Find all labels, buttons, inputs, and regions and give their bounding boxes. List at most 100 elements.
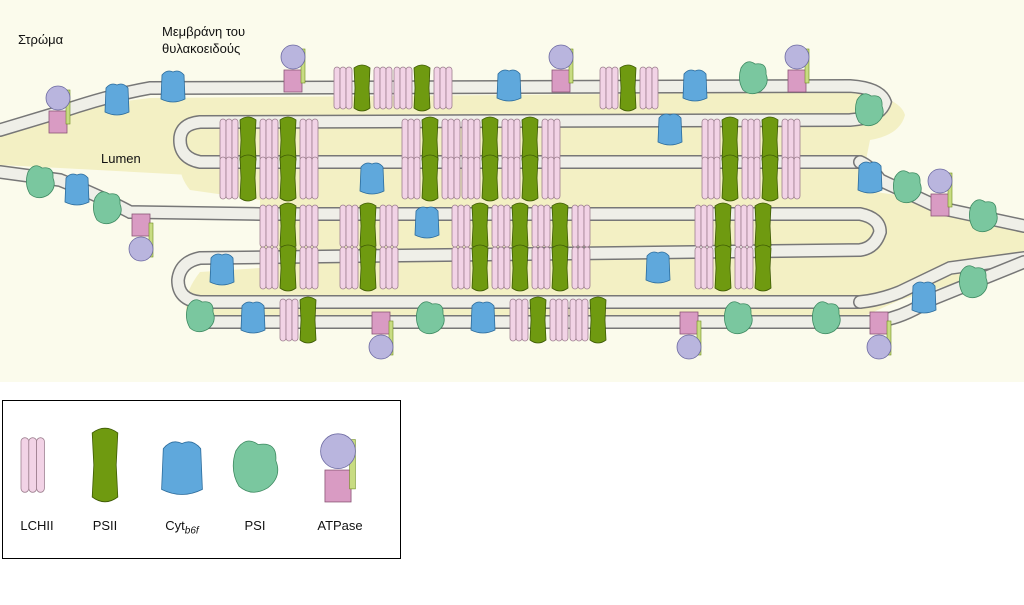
lchii-complex xyxy=(741,156,761,200)
lchii-complex xyxy=(549,298,569,342)
lchii-complex xyxy=(734,246,754,290)
cyt-complex xyxy=(359,162,385,195)
lchii-complex xyxy=(259,118,279,162)
legend-label-psi: PSI xyxy=(244,518,266,533)
psi-complex xyxy=(739,61,768,95)
psii-complex xyxy=(471,202,489,250)
psii-complex xyxy=(551,244,569,292)
lchii-complex xyxy=(433,66,453,110)
protein-complexes xyxy=(26,44,998,360)
lchii-complex xyxy=(701,156,721,200)
membrane-label-line1: Μεμβράνη του xyxy=(162,24,246,39)
lchii-complex xyxy=(741,118,761,162)
cyt-complex xyxy=(911,281,937,314)
atpase-complex xyxy=(368,311,394,360)
lchii-complex xyxy=(501,156,521,200)
psii-complex xyxy=(421,154,439,202)
psii-complex xyxy=(761,154,779,202)
lchii-complex xyxy=(299,246,319,290)
cyt-complex xyxy=(657,113,683,146)
psi-complex xyxy=(969,199,998,233)
lchii-complex xyxy=(441,156,461,200)
psii-complex xyxy=(619,64,637,112)
lchii-complex xyxy=(401,156,421,200)
lchii-complex xyxy=(694,204,714,248)
lchii-complex xyxy=(701,118,721,162)
psii-complex xyxy=(481,154,499,202)
psii-complex xyxy=(299,296,317,344)
cyt-complex xyxy=(414,206,440,239)
lchii-complex xyxy=(571,204,591,248)
membrane-label-line2: θυλακοειδούς xyxy=(162,41,241,56)
psii-complex xyxy=(239,154,257,202)
lchii-complex xyxy=(299,156,319,200)
psii-complex xyxy=(353,64,371,112)
lchii-complex xyxy=(639,66,659,110)
atpase-complex xyxy=(927,168,953,217)
lchii-complex xyxy=(451,246,471,290)
atpase-complex xyxy=(676,311,702,360)
psii-complex xyxy=(279,202,297,250)
cyt-complex xyxy=(470,301,496,334)
lchii-complex xyxy=(219,156,239,200)
atpase-complex xyxy=(280,44,306,93)
psii-complex xyxy=(279,244,297,292)
legend-icons xyxy=(20,427,356,503)
lchii-complex xyxy=(333,66,353,110)
lchii-complex xyxy=(491,246,511,290)
psii-complex xyxy=(359,202,377,250)
lchii-complex xyxy=(299,204,319,248)
psii-complex xyxy=(721,154,739,202)
lchii-complex xyxy=(599,66,619,110)
legend-psii-icon xyxy=(91,427,119,503)
lchii-complex xyxy=(259,246,279,290)
psii-complex xyxy=(714,244,732,292)
psii-complex xyxy=(471,244,489,292)
legend-cyt-icon xyxy=(161,441,203,495)
lchii-complex xyxy=(694,246,714,290)
psi-complex xyxy=(416,301,445,335)
lchii-complex xyxy=(339,246,359,290)
legend-lchii-icon xyxy=(20,437,45,493)
thylakoid-diagram xyxy=(0,0,1024,382)
legend-label-psii: PSII xyxy=(92,518,118,533)
lchii-complex xyxy=(451,204,471,248)
lchii-complex xyxy=(571,246,591,290)
legend-psi-icon xyxy=(232,440,279,493)
psii-complex xyxy=(511,202,529,250)
lchii-complex xyxy=(461,156,481,200)
cyt-complex xyxy=(209,253,235,286)
psii-complex xyxy=(529,296,547,344)
lchii-complex xyxy=(279,298,299,342)
atpase-complex xyxy=(784,44,810,93)
cyt-complex xyxy=(857,161,883,194)
lchii-complex xyxy=(781,156,801,200)
lchii-complex xyxy=(373,66,393,110)
psi-complex xyxy=(26,165,55,199)
lchii-complex xyxy=(299,118,319,162)
cyt-complex xyxy=(240,301,266,334)
cyt-complex xyxy=(160,70,186,103)
psii-complex xyxy=(589,296,607,344)
lchii-complex xyxy=(491,204,511,248)
psii-complex xyxy=(279,154,297,202)
cyt-complex xyxy=(64,173,90,206)
atpase-complex xyxy=(128,213,154,262)
lchii-complex xyxy=(781,118,801,162)
lumen-label: Lumen xyxy=(101,151,141,166)
stroma-label: Στρώμα xyxy=(18,32,64,47)
lchii-complex xyxy=(379,246,399,290)
cyt-complex xyxy=(496,69,522,102)
lchii-complex xyxy=(569,298,589,342)
psii-complex xyxy=(413,64,431,112)
legend-label-atpase: ATPase xyxy=(317,518,363,533)
legend-atpase-icon xyxy=(320,433,356,503)
cyt-complex xyxy=(682,69,708,102)
psii-complex xyxy=(511,244,529,292)
lchii-complex xyxy=(339,204,359,248)
lchii-complex xyxy=(509,298,529,342)
psi-complex xyxy=(893,170,922,204)
atpase-complex xyxy=(45,85,71,134)
psii-complex xyxy=(714,202,732,250)
legend: LCHII PSII Cytb6f PSI ATPase xyxy=(2,400,401,559)
